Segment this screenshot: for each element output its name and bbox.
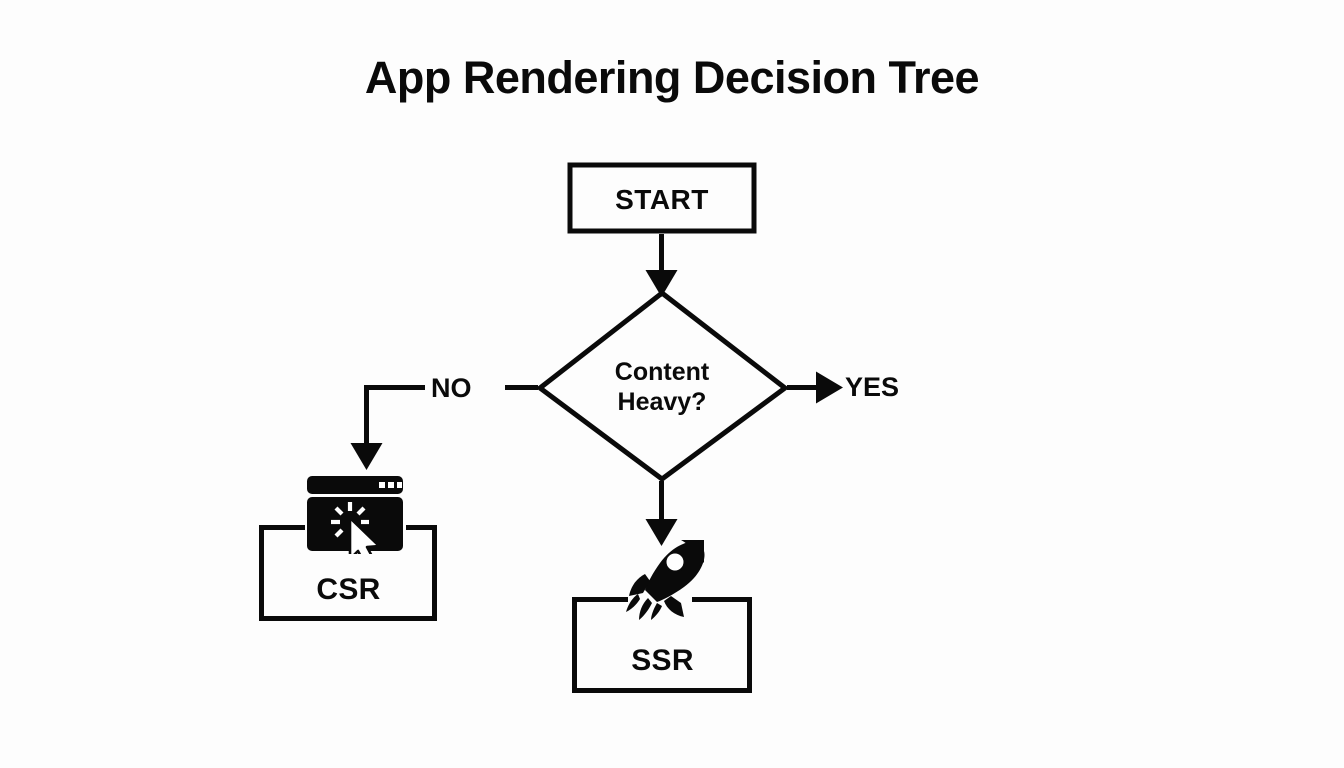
node-decision-label-line1: Content [614, 358, 710, 386]
node-ssr-box [572, 597, 752, 693]
node-start-box [567, 162, 757, 234]
edge-label-yes: YES [845, 372, 900, 402]
node-csr-box [259, 525, 437, 621]
node-decision-diamond [535, 289, 790, 483]
node-start-label: START [615, 184, 709, 215]
page-title: App Rendering Decision Tree [364, 52, 980, 103]
edge-no-to-csr [350, 385, 425, 470]
node-csr-label: CSR [316, 573, 381, 606]
node-decision-label-line2: Heavy? [617, 387, 707, 416]
rocket-icon [626, 536, 708, 620]
node-decision-label: Content Heavy? [562, 358, 762, 417]
browser-click-icon [305, 474, 405, 566]
edge-label-no: NO [431, 373, 472, 403]
node-ssr-label: SSR [631, 644, 694, 677]
